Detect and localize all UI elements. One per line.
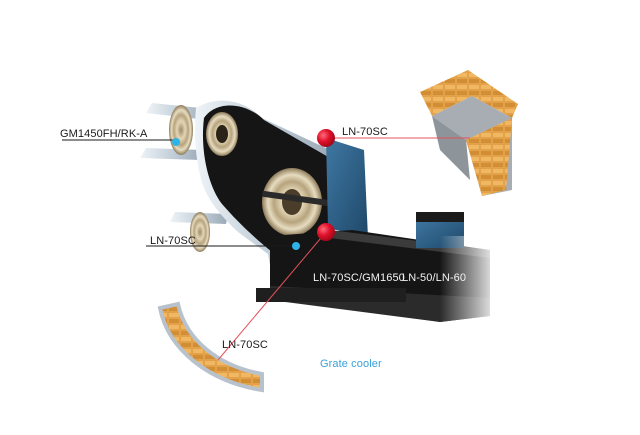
red-marker-top bbox=[317, 129, 335, 147]
blue-marker-top bbox=[172, 138, 180, 146]
red-marker-mid bbox=[317, 223, 335, 241]
label-ln70sc-bottom: LN-70SC bbox=[222, 339, 268, 351]
label-gm1450fh-rk-a: GM1450FH/RK-A bbox=[60, 128, 148, 140]
brick-arc-bottom bbox=[157, 301, 264, 393]
rotary-kiln-tubes bbox=[140, 103, 228, 252]
label-grate-cooler: Grate cooler bbox=[320, 358, 382, 370]
leader-ln70sc-bottom bbox=[217, 231, 327, 361]
label-ln50-ln60: LN-50/LN-60 bbox=[402, 272, 467, 284]
blue-hood bbox=[326, 138, 368, 238]
burner-pipe bbox=[261, 190, 343, 208]
brick-corner-block bbox=[420, 70, 518, 196]
label-ln70sc-gm1650: LN-70SC/GM1650 bbox=[313, 272, 405, 284]
label-ln70sc-top: LN-70SC bbox=[342, 126, 388, 138]
label-ln70sc-left: LN-70SC bbox=[150, 235, 196, 247]
blue-marker-mid bbox=[292, 242, 300, 250]
